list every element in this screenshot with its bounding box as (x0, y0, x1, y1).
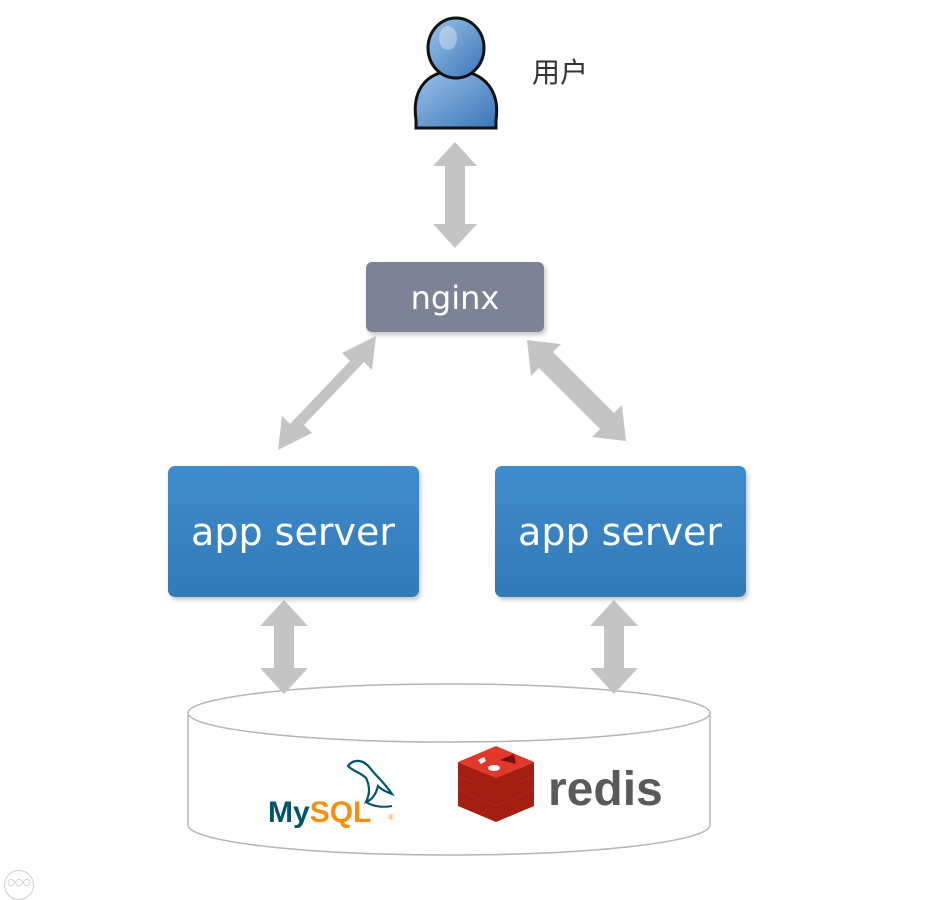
nginx-label: nginx (411, 279, 500, 317)
app-server-right: app server (495, 466, 746, 597)
user-icon (413, 16, 499, 130)
arrow-nginx-app-right (527, 340, 626, 441)
arrow-app-right-db (590, 600, 638, 694)
app-server-right-label: app server (518, 510, 722, 554)
database-cylinder (187, 683, 711, 856)
user-label: 用户 (532, 56, 588, 89)
svg-text:MySQL: MySQL (268, 796, 371, 829)
more-options-icon[interactable]: ○○○ (4, 870, 34, 900)
arrow-user-nginx (433, 142, 477, 248)
app-server-left-label: app server (191, 510, 395, 554)
mysql-logo: MySQL ® (268, 759, 395, 829)
redis-cube-icon (458, 746, 534, 822)
redis-logo: redis (458, 746, 663, 822)
svg-text:®: ® (388, 813, 394, 822)
arrow-nginx-app-left (278, 336, 376, 450)
mysql-dolphin-icon (346, 759, 395, 808)
nginx-node: nginx (366, 262, 544, 332)
arrow-app-left-db (260, 600, 308, 694)
app-server-left: app server (168, 466, 419, 597)
redis-label: redis (548, 763, 663, 816)
